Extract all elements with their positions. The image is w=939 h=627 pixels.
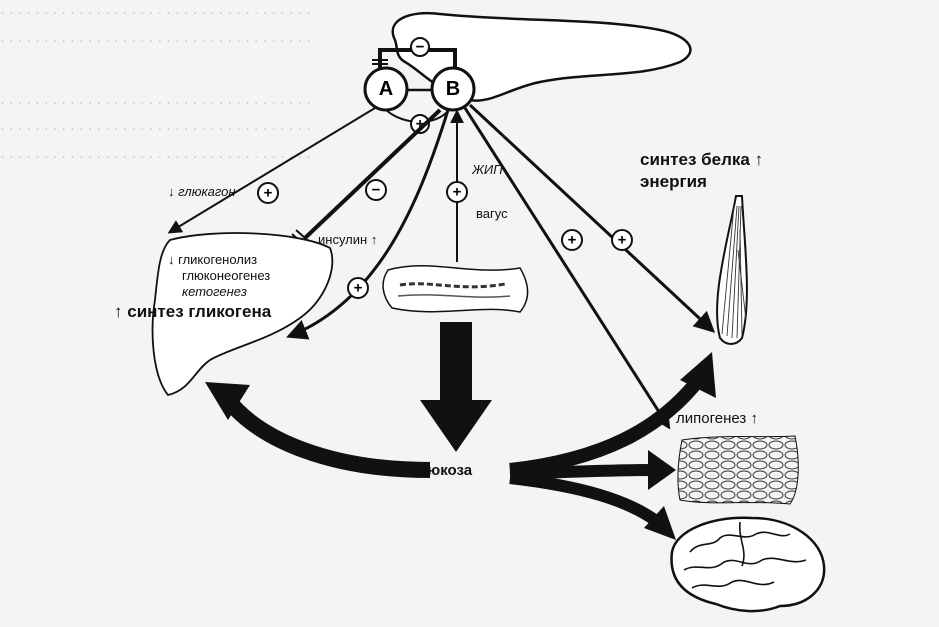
sign-minus-insulin: − bbox=[372, 182, 381, 199]
vagus-label: вагус bbox=[476, 206, 508, 221]
background-text-line: · · · · · · · · · · · · · · · · · · · · … bbox=[0, 96, 312, 112]
sign-plus-fat: + bbox=[568, 232, 577, 249]
protein-synthesis-label: синтез белка ↑ bbox=[640, 150, 763, 170]
glucagon-label: ↓ глюкагон bbox=[168, 184, 236, 199]
sign-minus-ab: − bbox=[416, 39, 425, 56]
background-text-line: · · · · · · · · · · · · · · · · · · · · … bbox=[0, 150, 312, 166]
sign-plus-glucagon: + bbox=[264, 185, 273, 202]
energy-label: энергия bbox=[640, 172, 707, 191]
up-arrow: ↑ bbox=[370, 232, 378, 247]
fat-tissue bbox=[677, 435, 799, 505]
alpha-cell bbox=[363, 66, 409, 112]
glycogen-synthesis-label: ↑ синтез гликогена bbox=[114, 302, 271, 322]
glucose-label: глюкоза bbox=[412, 462, 473, 479]
lipogenesis-text: липогенез bbox=[676, 410, 747, 427]
down-arrow: ↓ bbox=[168, 184, 175, 199]
gip-label: ЖИП bbox=[472, 162, 503, 177]
sign-plus-glycogen: + bbox=[354, 280, 363, 297]
protein-synthesis-text: синтез белка bbox=[640, 150, 750, 169]
brain-shape bbox=[670, 516, 826, 613]
alpha-cell-label: A bbox=[379, 78, 393, 100]
intestine-shape bbox=[382, 265, 529, 313]
sign-plus-gip: + bbox=[453, 184, 462, 201]
gluconeogenesis-label: глюконеогенез bbox=[182, 268, 271, 283]
background-text-line: · · · · · · · · · · · · · · · · · · · · … bbox=[0, 34, 312, 50]
lipogenesis-label: липогенез ↑ bbox=[676, 410, 758, 427]
glucagon-text: глюкагон bbox=[178, 184, 236, 199]
background-text-line: · · · · · · · · · · · · · · · · · · · · … bbox=[0, 122, 312, 138]
beta-cell-label: B bbox=[446, 78, 460, 100]
glycogenolysis-label: ↓ гликогенолиз bbox=[168, 252, 258, 267]
up-arrow: ↑ bbox=[754, 150, 764, 169]
insulin-label: инсулин ↑ bbox=[318, 232, 377, 247]
liver-shape bbox=[151, 232, 334, 397]
up-arrow: ↑ bbox=[750, 410, 758, 427]
beta-cell bbox=[430, 66, 476, 112]
sign-plus-muscle: + bbox=[618, 232, 627, 249]
glycogen-synthesis-text: синтез гликогена bbox=[127, 302, 272, 321]
background-text-line: · · · · · · · · · · · · · · · · · · · · … bbox=[0, 6, 312, 22]
up-arrow: ↑ bbox=[114, 302, 123, 321]
sign-plus-ba: + bbox=[416, 116, 425, 133]
ketogenesis-label: кетогенез bbox=[182, 284, 247, 299]
insulin-text: инсулин bbox=[318, 232, 368, 247]
